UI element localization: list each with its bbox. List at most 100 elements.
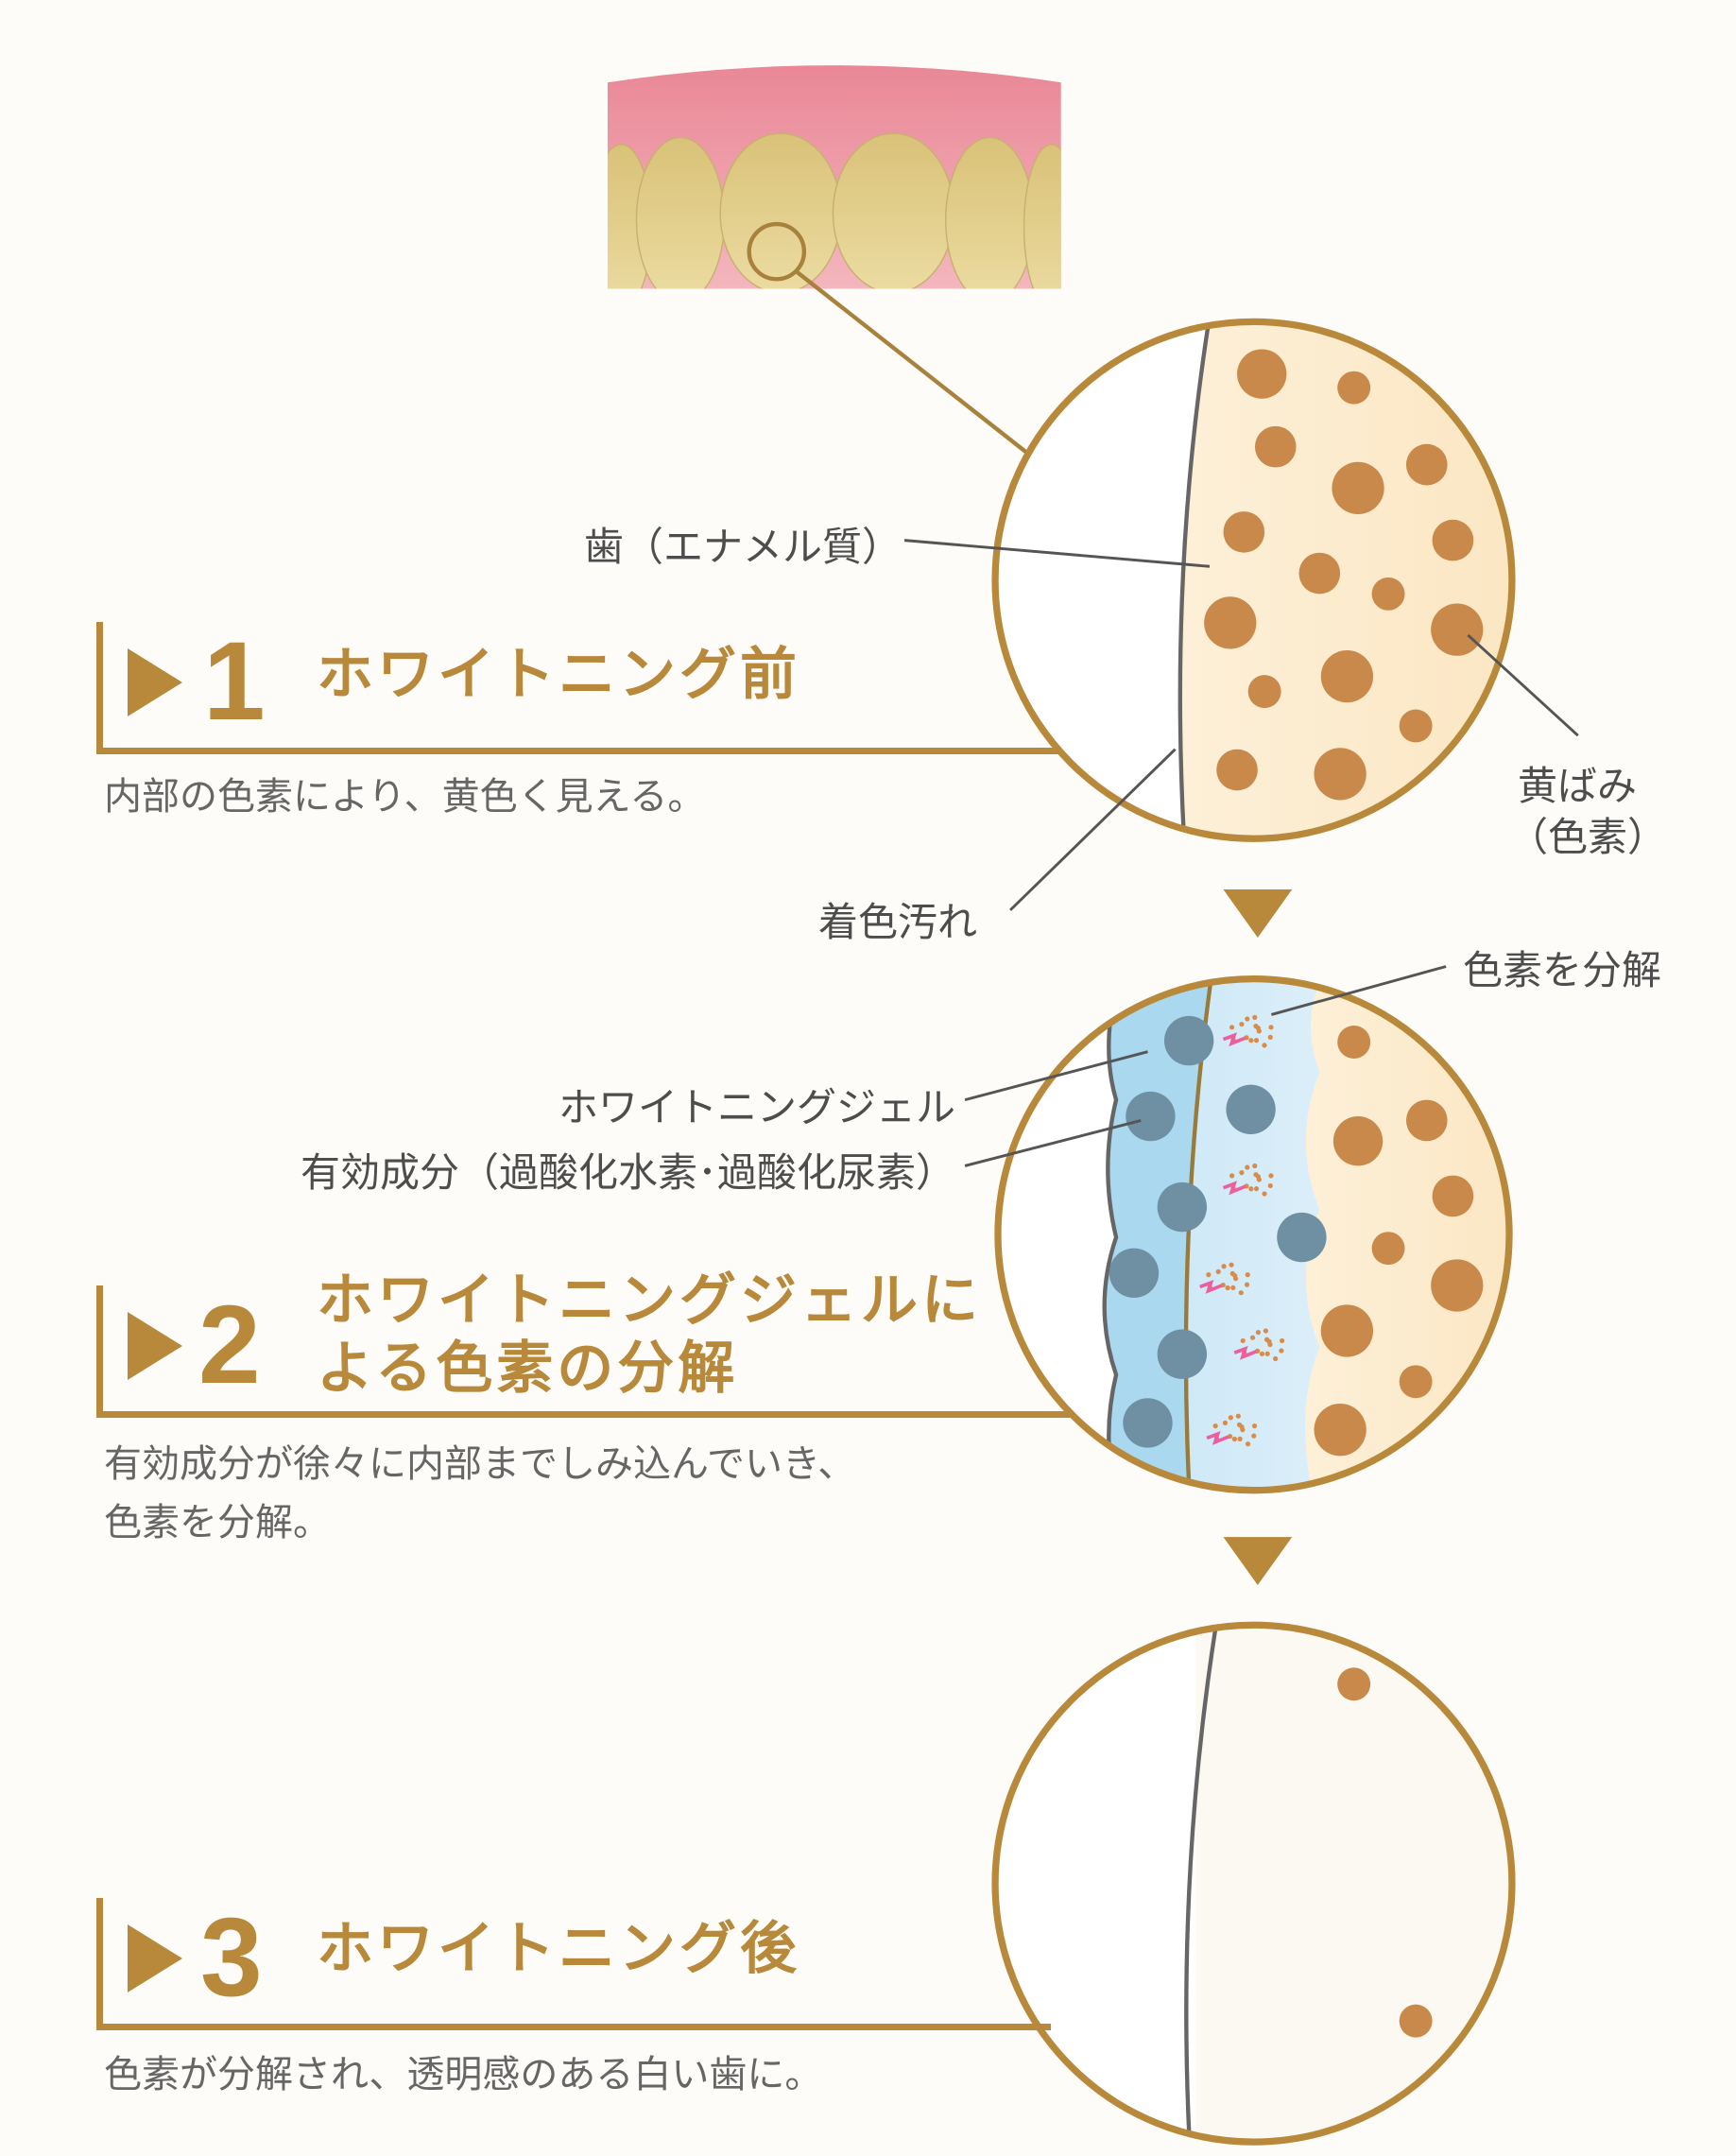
- active-ingredient-ball: [1126, 1091, 1176, 1142]
- pigment-dot: [1405, 1099, 1448, 1142]
- decomposed-pigment-particle: [1279, 1348, 1284, 1354]
- decomposed-pigment-particle: [1238, 1290, 1244, 1296]
- decomposed-pigment-particle: [1239, 1170, 1245, 1176]
- decomposed-pigment-particle: [1245, 1441, 1251, 1447]
- decomposed-pigment-particle: [1268, 1173, 1274, 1179]
- decomposed-pigment-particle: [1248, 1186, 1254, 1192]
- step-title-line1: ホワイトニングジェルに: [317, 1268, 982, 1334]
- decomposed-pigment-particle: [1279, 1337, 1285, 1344]
- enamel-label: 歯（エナメル質）: [584, 524, 902, 570]
- active-ingredient-ball: [1109, 1248, 1160, 1299]
- reaction-bolt-icon: [1222, 1032, 1246, 1047]
- pigment-dot: [1399, 2004, 1433, 2038]
- decomposed-pigment-particle: [1255, 1329, 1262, 1336]
- play-triangle-icon: [128, 1312, 182, 1380]
- decomposed-pigment-particle: [1229, 1262, 1234, 1268]
- play-triangle-icon: [128, 648, 182, 716]
- decomposed-pigment-particle: [1253, 1186, 1260, 1192]
- play-triangle-icon: [128, 1924, 182, 1992]
- pigment-dot: [1371, 1232, 1405, 1266]
- pigment-dot: [1237, 349, 1287, 399]
- pigment-dot: [1337, 1667, 1371, 1701]
- decomposed-pigment-particle: [1225, 1285, 1230, 1291]
- pigment-dot: [1432, 519, 1474, 561]
- decomposed-pigment-particle: [1249, 1335, 1256, 1340]
- down-arrow-icon: [1223, 889, 1293, 938]
- gel-label: ホワイトニングジェル: [558, 1084, 955, 1130]
- pigment-dot: [1332, 461, 1384, 514]
- active-ingredient-ball: [1277, 1212, 1327, 1263]
- ingredient-label: 有効成分（過酸化水素･過酸化尿素）: [300, 1149, 955, 1196]
- magnifier-marker: [747, 221, 807, 282]
- step-number: 2: [198, 1283, 261, 1407]
- pigment-dot: [1432, 1175, 1474, 1217]
- step-description-line1: 有効成分が徐々に内部までしみ込んでいき、: [104, 1442, 856, 1486]
- step-number: 3: [200, 1895, 263, 2020]
- reaction-bolt-icon: [1199, 1280, 1223, 1294]
- step-description-line2: 色素を分解。: [104, 1501, 331, 1544]
- decomposed-pigment-particle: [1263, 1328, 1269, 1334]
- step-title: ホワイトニング後: [317, 1916, 800, 1982]
- decomposed-pigment-particle: [1229, 1270, 1235, 1277]
- active-ingredient-ball: [1123, 1398, 1173, 1448]
- decomposed-pigment-particle: [1253, 1037, 1260, 1044]
- decomposed-pigment-particle: [1245, 1164, 1250, 1170]
- decomposed-pigment-particle: [1231, 1436, 1238, 1442]
- after-zoom-circle: [995, 1625, 1512, 2143]
- pigment-dot: [1332, 1116, 1384, 1166]
- decomposed-pigment-particle: [1222, 1420, 1229, 1425]
- step-title-line2: よる色素の分解: [317, 1336, 739, 1402]
- pigment-dot: [1223, 511, 1265, 553]
- pigment-dot: [1314, 1404, 1366, 1457]
- decomposed-pigment-particle: [1229, 1173, 1235, 1179]
- pigment-dot: [1254, 425, 1297, 468]
- decomposed-pigment-particle: [1206, 1272, 1212, 1278]
- decomposed-pigment-particle: [1221, 1264, 1227, 1269]
- decomposed-pigment-particle: [1263, 1337, 1270, 1342]
- decomposed-pigment-particle: [1267, 1182, 1273, 1189]
- pigment-dot: [1405, 443, 1448, 486]
- decomposed-pigment-particle: [1236, 1422, 1243, 1428]
- pigment-dot: [1337, 371, 1371, 405]
- step-description: 色素が分解され、透明感のある白い歯に。: [104, 2053, 823, 2096]
- pigment-dot: [1431, 1259, 1484, 1312]
- decomposed-pigment-particle: [1244, 1282, 1250, 1287]
- leader-lines: [903, 539, 1579, 1167]
- pigment-dot: [1431, 603, 1484, 656]
- decomposed-pigment-particle: [1212, 1423, 1218, 1429]
- decomposed-pigment-particle: [1237, 1436, 1243, 1442]
- step-title: ホワイトニング前: [317, 642, 800, 708]
- decomposed-pigment-particle: [1228, 1415, 1233, 1421]
- decomposed-pigment-particle: [1230, 1285, 1236, 1291]
- down-arrow-icon: [1223, 1537, 1293, 1586]
- step-number: 1: [203, 619, 266, 744]
- decomposed-pigment-particle: [1259, 1351, 1265, 1356]
- active-ingredient-ball: [1157, 1181, 1208, 1233]
- stain-label: 着色汚れ: [818, 899, 978, 945]
- pigment-dot: [1399, 1365, 1433, 1399]
- pigment-dot: [1216, 749, 1258, 791]
- decomposed-pigment-particle: [1253, 1023, 1259, 1029]
- decomposed-pigment-particle: [1268, 1025, 1274, 1030]
- decomposed-pigment-particle: [1245, 1272, 1250, 1278]
- decomposed-pigment-particle: [1239, 1021, 1245, 1027]
- pigment-label: （色素）: [1508, 814, 1668, 860]
- decomposed-pigment-particle: [1235, 1413, 1241, 1419]
- decomposed-pigment-particle: [1252, 1163, 1258, 1169]
- pigment-dot: [1247, 675, 1281, 709]
- step-description: 内部の色素により、黄色く見える。: [104, 775, 706, 819]
- active-ingredient-ball: [1226, 1084, 1276, 1134]
- pigment-dot: [1320, 649, 1374, 703]
- active-ingredient-ball: [1157, 1329, 1208, 1379]
- decomposed-pigment-particle: [1253, 1172, 1259, 1178]
- decomposed-pigment-particle: [1229, 1025, 1235, 1030]
- decomposed-pigment-particle: [1215, 1268, 1221, 1275]
- yellowing-label: 黄ばみ: [1518, 763, 1638, 809]
- decomposed-pigment-particle: [1267, 1034, 1273, 1040]
- pigment-dot: [1204, 596, 1257, 649]
- decomposed-pigment-particle: [1264, 1351, 1270, 1356]
- decompose-label: 色素を分解: [1463, 947, 1662, 993]
- active-ingredient-ball: [1163, 1015, 1214, 1066]
- reaction-bolt-icon: [1222, 1181, 1246, 1196]
